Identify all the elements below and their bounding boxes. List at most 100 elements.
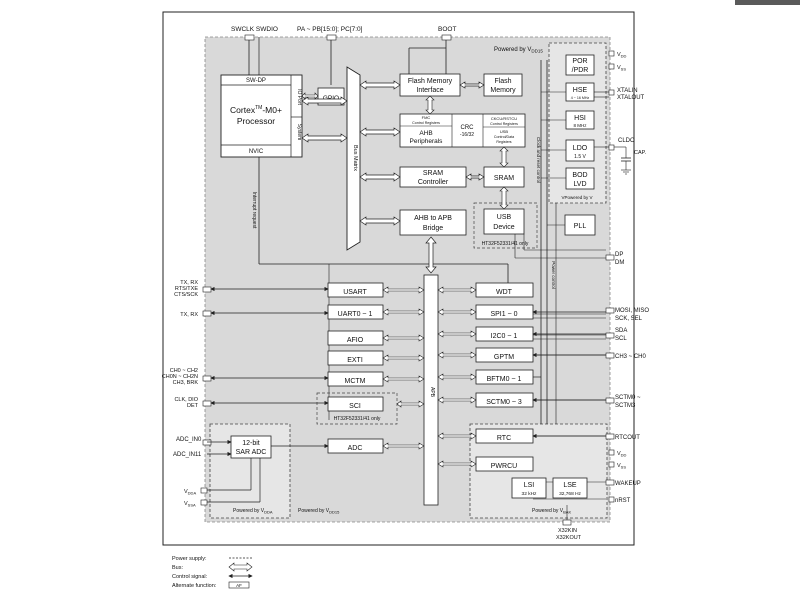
crc-bits: -16/32 (460, 132, 474, 138)
hse-label: HSE (573, 87, 588, 94)
pwrcu-label: PWRCU (491, 463, 517, 470)
pin-vdda: VDDA (184, 489, 196, 496)
pin-spi-2: SCK, SEL (615, 316, 643, 322)
adc-label: ADC (348, 445, 363, 452)
left-peripherals (327, 282, 384, 454)
pin-usart-2: RTS/TXE (175, 286, 198, 292)
apb-label: APB (429, 387, 435, 398)
spi-label: SPI1 ~ 0 (490, 311, 517, 318)
bridge-l1: AHB to APB (414, 215, 452, 222)
powered-by-vdd15-bottom: Powered by VDD15 (298, 508, 340, 515)
pin-wakeup: WAKEUP (615, 481, 641, 487)
sar-l2: SAR ADC (236, 449, 267, 456)
pin-vss-2: VSS (617, 463, 626, 470)
ldo-label: LDO (573, 145, 588, 152)
hsi-label: HSI (574, 115, 586, 122)
pin-sda: SDA (615, 328, 627, 334)
swd-pins: SWCLK SWDIO (231, 26, 278, 33)
lsi-freq: 32 kHz (522, 491, 538, 497)
powered-by-vdd-clock: VPowered by V (561, 195, 592, 200)
wdt-label: WDT (496, 289, 513, 296)
ahb-peripherals (399, 113, 526, 148)
pin-gptm: CH3 ~ CH0 (615, 354, 647, 360)
usb-regs-label: USB (500, 129, 509, 134)
left-connections (207, 37, 329, 503)
legend-bus-swatch (228, 562, 253, 572)
pin-mctm-1: CH0 ~ CH2 (170, 368, 198, 374)
pin-sci-1: CLK, DIO (174, 397, 198, 403)
pin-x32kin: X32KIN (558, 528, 577, 534)
legend-af-swatch (228, 581, 250, 589)
usb-regs-2: Registers (496, 140, 511, 144)
sctm-label: SCTM0 ~ 3 (486, 399, 522, 406)
fmc-regs: Control Registers (412, 121, 440, 125)
powered-by-vdd15: Powered by VDD15 (494, 47, 543, 54)
bod-l1: BOD (572, 172, 587, 179)
por-pdr (565, 54, 595, 76)
gptm-label: GPTM (494, 354, 514, 361)
bridge-apb-arrow (425, 236, 437, 274)
cap-label: CAP. (634, 150, 647, 156)
gpio-pins: PA ~ PB[15:0]; PC[7:0] (297, 26, 363, 33)
sci-label: SCI (349, 403, 361, 410)
pin-nrst: nRST (615, 498, 631, 504)
rtc-label: RTC (497, 435, 511, 442)
bus-arrows (301, 80, 509, 226)
legend-bus: Bus: (172, 565, 183, 571)
usb-note: HT32F52331/41 only (482, 241, 529, 247)
lse-label: LSE (563, 482, 577, 489)
lse-freq: 32,768 Hz (559, 491, 581, 497)
por-l1: POR (572, 58, 587, 65)
lsi-label: LSI (524, 482, 535, 489)
exti-label: EXTI (347, 357, 363, 364)
io-port-label: IO Port (296, 89, 302, 105)
pin-spi-1: MOSI, MISO (615, 308, 649, 314)
boot-pin: BOOT (438, 26, 456, 33)
bus-matrix (346, 66, 361, 251)
powered-by-vbak: Powered by VBAK (532, 508, 571, 515)
bod-lvd (565, 167, 595, 190)
crc-label: CRC (461, 125, 475, 131)
sram-label: SRAM (494, 175, 514, 182)
right-pin-group (562, 50, 615, 526)
legend-control: Control signal: (172, 574, 208, 580)
pin-vssa: VSSA (184, 501, 196, 508)
irq-label: Interrupt request (251, 192, 257, 229)
apb-right-arrows (437, 286, 477, 468)
core-processor: Processor (237, 116, 275, 126)
apb-left-arrows (382, 286, 425, 450)
cortex-core (220, 74, 303, 158)
pin-xtalout: XTALOUT (617, 95, 645, 101)
fmc-label: FMC (422, 115, 431, 120)
usart-label: USART (343, 289, 367, 296)
boot-pin-box (441, 34, 452, 41)
ahb-label-2: Peripherals (410, 138, 444, 145)
legend-af: Alternate function: (172, 583, 217, 589)
pin-x32kout: X32KOUT (556, 535, 582, 541)
pin-rtcout: RTCOUT (615, 435, 640, 441)
pin-mctm-2: CH0N ~ CH2N (162, 374, 198, 380)
sci-note: HT32F52331/41 only (334, 416, 381, 422)
pin-vss: VSS (617, 65, 626, 72)
pin-usart-1: TX, RX (180, 280, 198, 286)
bod-l2: LVD (573, 181, 586, 188)
legend-af-box: AF (236, 583, 242, 588)
uart-label: UART0 ~ 1 (338, 311, 373, 318)
ldo-block (565, 139, 595, 162)
legend-power: Power supply: (172, 556, 207, 562)
sram-ctrl-l1: SRAM (423, 170, 443, 177)
bus-matrix-label: Bus Matrix (352, 145, 358, 171)
gpio-pin-box (326, 34, 337, 41)
hsi-freq: 8 MHz (573, 123, 587, 128)
mctm-label: MCTM (345, 378, 366, 385)
bftm-label: BFTM0 ~ 1 (487, 376, 522, 383)
ckcu-label: CKCU/RSTCU (491, 116, 517, 121)
usb-regs-1: Control/Data (494, 135, 514, 139)
pin-vdd-2: VDD (617, 451, 627, 458)
flash-mem-l1: Flash (494, 78, 511, 85)
swd-pin-box (244, 34, 255, 41)
flash-if-l2: Interface (416, 87, 443, 94)
pin-usart-3: CTS/SCK (174, 292, 198, 298)
pin-cldo: CLDO (618, 138, 635, 144)
